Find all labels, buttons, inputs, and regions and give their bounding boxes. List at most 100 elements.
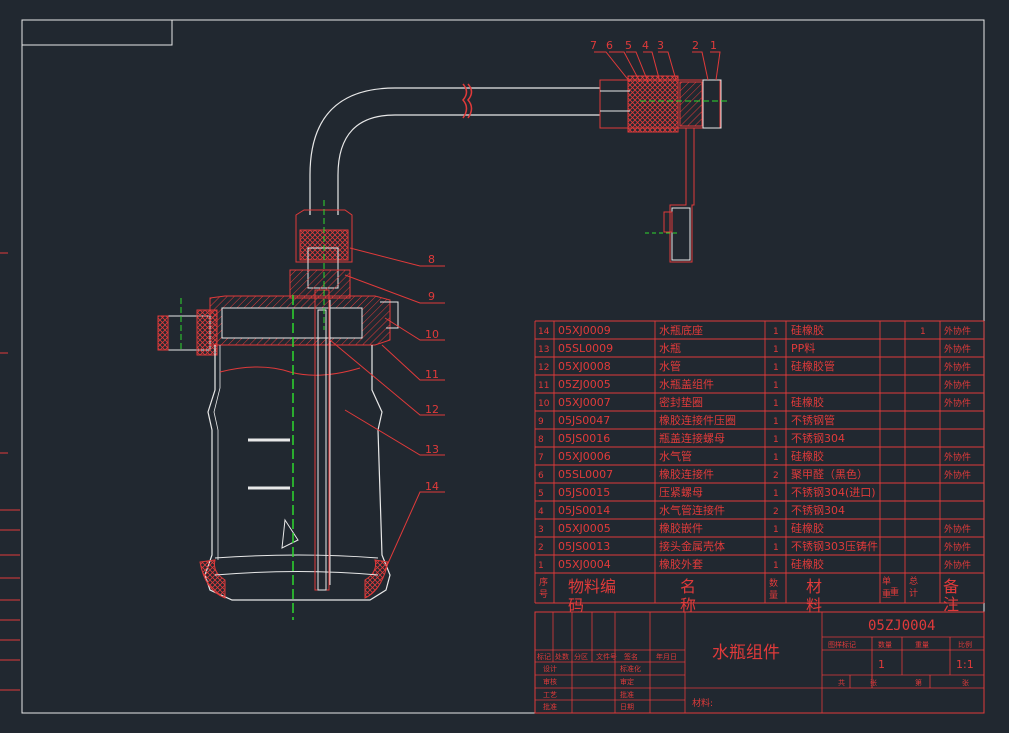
bom-row-material: 不锈钢管	[791, 413, 835, 427]
right-hdr-2: 重量	[915, 641, 929, 649]
left-row-1: 审核	[543, 677, 557, 686]
bom-row-material: 不锈钢304	[791, 432, 845, 445]
top-left-stamp-box	[21, 19, 173, 46]
bom-row-qty: 1	[773, 327, 779, 337]
bottom-cell-1: 张	[870, 678, 877, 687]
bom-row-no: 9	[538, 417, 544, 427]
bom-row-code: 05JS0014	[558, 504, 610, 517]
right-hdr-3: 比例	[958, 640, 972, 649]
callout-2: 2	[692, 39, 699, 52]
bom-row-no: 5	[538, 489, 544, 499]
rev-col-5: 年月日	[656, 652, 677, 661]
bom-row-no: 12	[538, 363, 549, 373]
callout-12: 12	[425, 403, 439, 416]
bom-hdr-single: 单	[882, 575, 891, 587]
bom-hdr-material: 材	[806, 577, 822, 596]
bom-row-note: 外协件	[944, 343, 971, 355]
bom-row-code: 05JS0016	[558, 432, 610, 445]
bom-row-qty: 1	[773, 525, 779, 535]
bom-row-name: 水管	[659, 359, 681, 373]
bom-row-qty: 1	[773, 363, 779, 373]
quantity-value: 1	[878, 658, 885, 671]
bom-hdr-qty: 数	[769, 577, 778, 589]
bom-row-qty: 1	[773, 381, 779, 391]
bom-row-note: 外协件	[944, 325, 971, 337]
bom-row-material: 不锈钢304(进口)	[791, 486, 876, 499]
bom-row-name: 压紧螺母	[659, 486, 703, 499]
right-hdr-0: 图样标记	[828, 640, 856, 649]
bom-row-material: 聚甲醛（黑色）	[791, 467, 868, 481]
bom-row-name: 水瓶盖组件	[659, 377, 714, 391]
callout-1: 1	[710, 39, 717, 52]
bom-hdr-note: 备	[943, 577, 959, 596]
right-hdr-1: 数量	[878, 640, 892, 649]
bom-row-material: 硅橡胶	[791, 449, 824, 463]
bom-row-note: 外协件	[944, 361, 971, 373]
callout-13: 13	[425, 443, 439, 456]
drawing-border	[21, 19, 985, 714]
bom-row-name: 水气管	[659, 449, 692, 463]
mid-row-3: 批准	[620, 690, 634, 699]
bom-hdr-code: 物料编	[568, 577, 616, 596]
bom-row-name: 橡胶连接件	[659, 467, 714, 481]
bom-hdr-total: 计	[909, 587, 918, 599]
left-row-3: 批准	[543, 702, 557, 711]
bottom-cell-2: 第	[915, 678, 922, 687]
bom-hdr-weight: 重	[890, 586, 899, 598]
title-block: 标记 处数 分区 文件号 签名 年月日 设计 审核 工艺 批准 标准化 审定 批…	[534, 611, 985, 714]
left-row-0: 设计	[543, 664, 557, 673]
bom-row-code: 05XJ0006	[558, 450, 611, 463]
callout-3: 3	[657, 39, 664, 52]
bom-row-no: 10	[538, 399, 550, 409]
bom-row-name: 密封垫圈	[659, 395, 703, 409]
bom-row-code: 05XJ0007	[558, 396, 611, 409]
bom-row-qty: 2	[773, 507, 779, 517]
bom-row-name: 瓶盖连接螺母	[659, 431, 725, 445]
rev-col-1: 处数	[555, 652, 569, 661]
bom-row-name: 水瓶	[659, 341, 681, 355]
drawing-title: 水瓶组件	[712, 643, 780, 663]
bom-row-code: 05XJ0009	[558, 324, 611, 337]
bom-row-code: 05SL0009	[558, 342, 613, 355]
bom-row-material: 硅橡胶	[791, 395, 824, 409]
bom-row-name: 橡胶外套	[659, 557, 703, 571]
callout-7: 7	[590, 39, 597, 52]
bom-row-name: 橡胶嵌件	[659, 521, 703, 535]
mid-row-0: 标准化	[620, 664, 641, 673]
bom-row-note: 外协件	[944, 469, 971, 481]
bom-row-qty: 1	[773, 561, 779, 571]
bom-row-code: 05JS0047	[558, 414, 610, 427]
callout-4: 4	[642, 39, 649, 52]
bom-row-name: 水瓶底座	[659, 323, 703, 337]
bom-hdr-total: 总	[909, 575, 918, 587]
bom-row-no: 14	[538, 327, 550, 337]
callout-8: 8	[428, 253, 435, 266]
material-label: 材料:	[692, 697, 713, 709]
bom-row-qty: 1	[773, 417, 779, 427]
bom-hdr-no: 序	[539, 576, 548, 588]
bom-hdr-code: 码	[568, 596, 584, 615]
callout-leaders	[329, 51, 721, 571]
bom-hdr-note: 注	[943, 595, 959, 614]
bom-hdr-name: 称	[680, 596, 696, 615]
bom-row-name: 水气管连接件	[659, 503, 725, 517]
bom-row-note: 外协件	[944, 397, 971, 409]
bom-hdr-no: 号	[539, 589, 548, 600]
callout-numbers: 7 6 5 4 3 2 1 8 9 10 11 12 13 14	[425, 39, 717, 493]
bottom-cell-0: 共	[838, 678, 845, 687]
bom-row-code: 05JS0015	[558, 486, 610, 499]
bom-row-no: 7	[538, 453, 544, 463]
bom-row-note: 外协件	[944, 541, 971, 553]
mid-row-2: 审定	[620, 677, 634, 686]
bom-row-material: 硅橡胶管	[791, 359, 835, 373]
bom-row-qty: 1	[773, 453, 779, 463]
bom-row-note: 外协件	[944, 523, 971, 535]
bom-hdr-qty: 量	[769, 590, 778, 601]
rev-col-0: 标记	[537, 652, 551, 661]
bottle-assembly	[157, 75, 730, 620]
callout-10: 10	[425, 328, 439, 341]
bom-row-note: 外协件	[944, 559, 971, 571]
rev-col-2: 分区	[574, 652, 588, 661]
